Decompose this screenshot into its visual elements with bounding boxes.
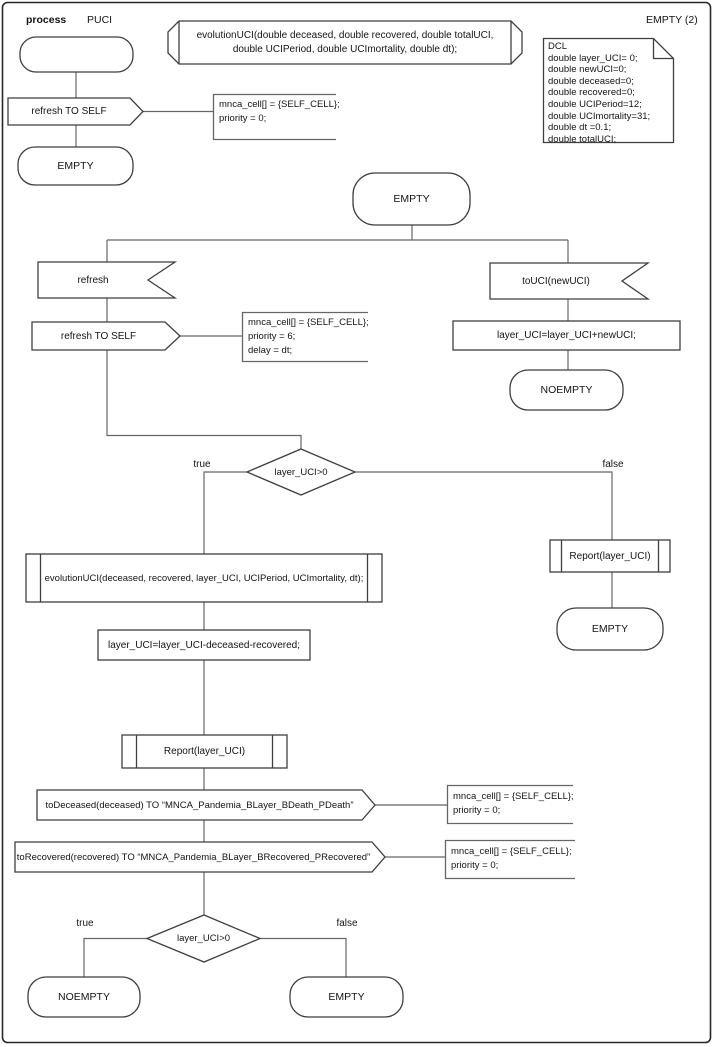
output-refresh-self-1-label: refresh TO SELF xyxy=(31,106,107,117)
proc-report-main-symbol xyxy=(121,734,288,769)
state-noempty-2-symbol xyxy=(27,976,141,1018)
output-refresh-self-1-symbol xyxy=(7,97,144,126)
comment-3: mnca_cell[] = {SELF_CELL}; priority = 0; xyxy=(453,790,574,818)
decision-2-condition: layer_UCI>0 xyxy=(176,933,231,944)
state-empty-1-symbol xyxy=(17,146,134,186)
comment-line: mnca_cell[] = {SELF_CELL}; xyxy=(453,791,574,802)
state-empty-1-label: EMPTY xyxy=(57,160,94,172)
dcl-line: double layer_UCI= 0; xyxy=(548,52,638,64)
dcl-line: double UCImortality=31; xyxy=(548,110,651,122)
true-branch-line xyxy=(83,937,147,977)
procedure-declaration-line2: double UCIPeriod, double UCImortality, d… xyxy=(232,43,458,55)
comment-1: mnca_cell[] = {SELF_CELL}; priority = 0; xyxy=(219,98,340,126)
dcl-line: double totalUCI; xyxy=(548,133,617,145)
false-branch-line xyxy=(260,937,347,977)
dcl-note-fold xyxy=(652,38,674,60)
input-refresh-label: refresh xyxy=(77,274,109,286)
dcl-line: double UCIPeriod=12; xyxy=(548,98,642,110)
state-empty-main-label: EMPTY xyxy=(393,193,430,205)
dcl-line: double newUCI=0; xyxy=(548,64,627,76)
state-empty-2-symbol xyxy=(289,976,404,1018)
proc-report-main-label: Report(layer_UCI) xyxy=(163,746,246,757)
output-todeceased-label: toDeceased(deceased) TO “MNCA_Pandemia_B… xyxy=(45,799,354,811)
output-torecovered-label: toRecovered(recovered) TO “MNCA_Pandemia… xyxy=(16,851,371,863)
dcl-note-symbol xyxy=(542,37,675,144)
input-refresh-symbol xyxy=(37,261,178,299)
true-branch-line xyxy=(203,471,247,554)
dcl-line: double dt =0.1; xyxy=(548,122,612,134)
state-empty-main-symbol xyxy=(352,172,471,226)
comment-line: priority = 0; xyxy=(219,113,267,124)
decision-1-condition: layer_UCI>0 xyxy=(274,466,328,478)
comment-bracket-4 xyxy=(444,839,575,880)
state-noempty-1-symbol xyxy=(509,369,624,411)
state-empty-right-symbol xyxy=(556,607,664,651)
output-todeceased-symbol xyxy=(36,789,376,821)
output-refresh-self-2-symbol xyxy=(31,321,181,351)
proc-evolution-symbol xyxy=(25,553,383,603)
proc-report-right-symbol xyxy=(549,539,671,573)
connectors xyxy=(75,72,613,977)
task-sub-symbol xyxy=(97,629,311,661)
comment-line: mnca_cell[] = {SELF_CELL}; xyxy=(451,846,572,857)
input-touci-symbol xyxy=(489,262,651,300)
procedure-declaration-line1: evolutionUCI(double deceased, double rec… xyxy=(196,29,494,41)
comment-line: delay = dt; xyxy=(248,345,293,356)
comment-bracket-1 xyxy=(212,93,336,141)
dcl-line: double recovered=0; xyxy=(548,87,635,99)
decision-1-symbol xyxy=(245,448,357,496)
output-refresh-self-2-label: refresh TO SELF xyxy=(60,330,137,342)
state-empty-2-label: EMPTY xyxy=(328,991,365,1003)
comment-line: priority = 0; xyxy=(451,860,499,871)
comment-bracket-3 xyxy=(446,784,573,825)
process-name: PUCI xyxy=(87,14,113,26)
task-add-label: layer_UCI=layer_UCI+newUCI; xyxy=(497,330,636,341)
comment-line: mnca_cell[] = {SELF_CELL}; xyxy=(248,317,369,328)
dcl-line: double deceased=0; xyxy=(548,75,634,87)
state-noempty-1-label: NOEMPTY xyxy=(540,384,593,396)
page-label: EMPTY (2) xyxy=(646,14,698,26)
comment-bracket-2 xyxy=(241,311,368,363)
dcl-note: DCL double layer_UCI= 0; double newUCI=0… xyxy=(548,41,650,145)
process-keyword: process xyxy=(26,14,67,26)
state-empty-right-label: EMPTY xyxy=(591,623,629,635)
input-touci-label: toUCI(newUCI) xyxy=(522,275,590,287)
dcl-line: DCL xyxy=(548,41,568,52)
decision-2-true-label: true xyxy=(76,917,94,929)
connector xyxy=(106,350,302,449)
false-branch-line xyxy=(355,471,613,540)
decision-1-false-label: false xyxy=(602,458,624,470)
proc-evolution-label: evolutionUCI(deceased, recovered, layer_… xyxy=(44,572,364,584)
decision-2-symbol xyxy=(145,914,262,963)
proc-report-right-label: Report(layer_UCI) xyxy=(569,550,651,562)
state-noempty-2-label: NOEMPTY xyxy=(58,991,110,1003)
task-add-symbol xyxy=(452,320,681,351)
comment-line: mnca_cell[] = {SELF_CELL}; xyxy=(219,99,340,110)
task-sub-label: layer_UCI=layer_UCI-deceased-recovered; xyxy=(107,639,301,651)
comment-line: priority = 6; xyxy=(248,331,296,342)
comment-2: mnca_cell[] = {SELF_CELL}; priority = 6;… xyxy=(248,316,369,358)
output-torecovered-symbol xyxy=(14,841,386,873)
decision-1-true-label: true xyxy=(193,458,211,470)
comment-line: priority = 0; xyxy=(453,805,501,816)
decision-2-false-label: false xyxy=(336,917,358,929)
comment-4: mnca_cell[] = {SELF_CELL}; priority = 0; xyxy=(451,845,572,873)
start-symbol xyxy=(19,36,134,73)
procedure-declaration: evolutionUCI(double deceased, double rec… xyxy=(168,21,522,64)
